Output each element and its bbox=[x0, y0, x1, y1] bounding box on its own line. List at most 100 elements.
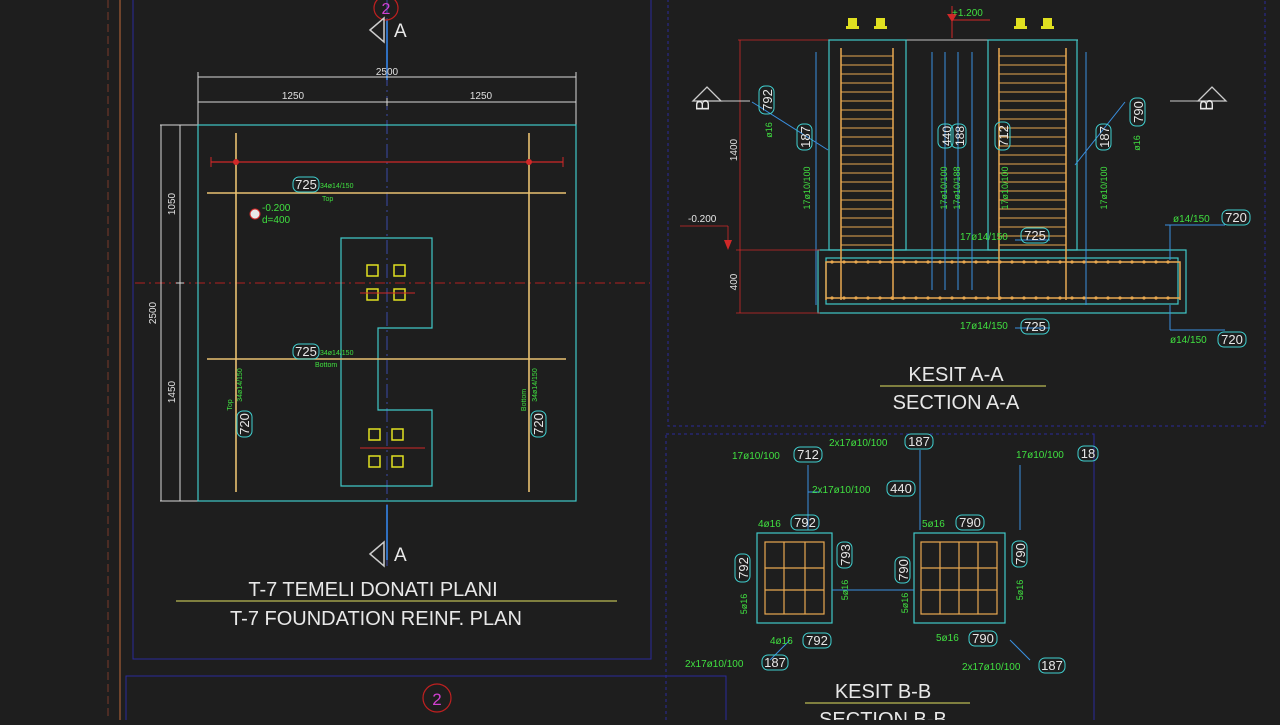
footing-outline bbox=[197, 124, 577, 502]
section-b-tag-187-bl: 187 bbox=[764, 655, 786, 670]
section-a-tag-725-top: 725 bbox=[1024, 228, 1046, 243]
section-a-level-top: +1.200 bbox=[952, 8, 983, 19]
section-a-dim-400: 400 bbox=[729, 273, 740, 290]
section-a-tag-720-top: 720 bbox=[1225, 210, 1247, 225]
section-b-tag-187-br: 187 bbox=[1041, 658, 1063, 673]
tag-720-right: 720 bbox=[531, 413, 546, 435]
section-b-tag-790-top: 790 bbox=[959, 515, 981, 530]
section-arrow-icon bbox=[368, 16, 385, 44]
section-a-tag-790: 790 bbox=[1131, 101, 1146, 123]
bar-spec-top: 34ø14/150 bbox=[320, 183, 354, 190]
section-b-stirrup-712: 17ø10/100 bbox=[732, 451, 780, 462]
section-b-bar5-bottom: 5ø16 bbox=[936, 633, 959, 644]
section-b-stirrup-right: 17ø10/100 bbox=[1016, 450, 1064, 461]
section-b-title-tr: KESIT B-B bbox=[835, 681, 931, 703]
pedestal-outline bbox=[340, 237, 433, 487]
section-b-bar5-top: 5ø16 bbox=[922, 519, 945, 530]
section-b-tag-187-top: 187 bbox=[908, 434, 930, 449]
section-a-tag-720-bottom: 720 bbox=[1221, 332, 1243, 347]
section-b-bar5-mid2: 5ø16 bbox=[900, 593, 910, 614]
section-a-stirrup-mid3: 17ø10/100 bbox=[1000, 166, 1010, 209]
section-a-main-bar-top: 17ø14/150 bbox=[960, 232, 1008, 243]
section-a-phi16-left: ø16 bbox=[764, 122, 774, 138]
sheet-frames bbox=[107, 0, 1266, 725]
level-marker-icon bbox=[249, 208, 261, 220]
foundation-plan: 2 A A 2500 1250 1250 2500 1050 1450 bbox=[135, 0, 650, 713]
section-a-stirrup-right: 17ø10/100 bbox=[1099, 166, 1109, 209]
section-b-bar4-top: 4ø16 bbox=[758, 519, 781, 530]
section-b-bar4-bottom: 4ø16 bbox=[770, 636, 793, 647]
plan-depth-value: d=400 bbox=[262, 215, 291, 226]
section-a-phi16-right: ø16 bbox=[1132, 135, 1142, 151]
section-a-title-tr: KESIT A-A bbox=[908, 364, 1004, 386]
section-a-tag-188: 188 bbox=[953, 126, 967, 146]
dim-total-width: 2500 bbox=[376, 67, 399, 78]
tag-720-left: 720 bbox=[237, 413, 252, 435]
section-b-two-stirrup-top: 2x17ø10/100 bbox=[829, 438, 888, 449]
section-b-tag-790-right: 790 bbox=[1013, 543, 1028, 565]
section-b-tag-790-bottom: 790 bbox=[972, 631, 994, 646]
section-b-two-stirrup-bl: 2x17ø10/100 bbox=[685, 659, 744, 670]
section-marker-bottom: A bbox=[394, 545, 407, 566]
top-label-vertical: Top bbox=[227, 399, 234, 410]
section-b-tag-792-top: 792 bbox=[794, 515, 816, 530]
section-a-tag-725-bottom: 725 bbox=[1024, 319, 1046, 334]
section-arrow-icon bbox=[691, 86, 723, 102]
section-b-tag-793: 793 bbox=[838, 544, 853, 566]
tag-725-bottom: 725 bbox=[295, 344, 317, 359]
section-a-stirrup-mid1: 17ø10/100 bbox=[939, 166, 949, 209]
section-a-bar14-top: ø14/150 bbox=[1173, 214, 1210, 225]
section-b-bar5-mid: 5ø16 bbox=[840, 580, 850, 601]
section-a-a: +1.200 bbox=[680, 6, 1251, 414]
dim-half-left: 1250 bbox=[282, 91, 305, 102]
section-b-tag-790-mid: 790 bbox=[896, 559, 911, 581]
plan-title-en: T-7 FOUNDATION REINF. PLAN bbox=[230, 608, 522, 630]
section-arrow-icon bbox=[1196, 86, 1228, 102]
bar-spec-bottom: 34ø14/150 bbox=[320, 350, 354, 357]
section-b-tag-440: 440 bbox=[890, 481, 912, 496]
section-a-tag-792: 792 bbox=[760, 89, 775, 111]
section-b-two-stirrup-mid: 2x17ø10/100 bbox=[812, 485, 871, 496]
tag-725-top: 725 bbox=[295, 177, 317, 192]
section-arrow-icon bbox=[368, 540, 385, 568]
section-a-stirrup-mid2: 17ø10/188 bbox=[952, 166, 962, 209]
section-b-marker-right: B bbox=[1197, 99, 1217, 111]
section-a-tag-712: 712 bbox=[996, 125, 1011, 147]
section-a-tag-187-right: 187 bbox=[1097, 126, 1112, 148]
section-b-marker-left: B bbox=[693, 99, 713, 111]
plan-title-tr: T-7 TEMELI DONATI PLANI bbox=[248, 579, 497, 601]
section-a-dim-1400: 1400 bbox=[729, 138, 740, 161]
section-b-bar5-right: 5ø16 bbox=[1015, 580, 1025, 601]
dim-total-height: 2500 bbox=[148, 301, 159, 324]
section-b-title-en: SECTION B-B bbox=[819, 709, 947, 720]
dim-lower-height: 1450 bbox=[167, 380, 178, 403]
grid-bubble-top bbox=[373, 0, 399, 21]
section-a-tag-440: 440 bbox=[940, 126, 954, 146]
section-a-bar14-bottom: ø14/150 bbox=[1170, 335, 1207, 346]
grid-label-top: 2 bbox=[382, 1, 391, 18]
anchor-bolt-icon bbox=[846, 18, 1054, 29]
section-b-bar5-left: 5ø16 bbox=[739, 594, 749, 615]
section-a-main-bar-bottom: 17ø14/150 bbox=[960, 321, 1008, 332]
top-label: Top bbox=[322, 196, 333, 203]
dim-half-right: 1250 bbox=[470, 91, 493, 102]
bar-spec-right: 34ø14/150 bbox=[532, 368, 539, 402]
dim-upper-height: 1050 bbox=[167, 192, 178, 215]
grid-label-bottom: 2 bbox=[432, 690, 441, 709]
section-b-tag-792-left: 792 bbox=[736, 557, 751, 579]
plan-level-value: -0.200 bbox=[262, 203, 291, 214]
section-a-stirrup-left: 17ø10/100 bbox=[802, 166, 812, 209]
bottom-label: Bottom bbox=[315, 362, 337, 369]
section-a-level-base: -0.200 bbox=[688, 214, 717, 225]
section-marker-top: A bbox=[394, 21, 407, 42]
section-a-tag-187-left: 187 bbox=[798, 126, 813, 148]
section-b-b: 17ø10/100 712 2x17ø10/100 187 2x17ø10/10… bbox=[685, 433, 1099, 725]
section-a-title-en: SECTION A-A bbox=[893, 392, 1020, 414]
section-b-two-stirrup-br: 2x17ø10/100 bbox=[962, 662, 1021, 673]
section-b-tag-792-bottom: 792 bbox=[806, 633, 828, 648]
section-b-tag-18: 18 bbox=[1081, 446, 1095, 461]
grid-bubble-bottom bbox=[422, 683, 452, 713]
bottom-label-vertical: Bottom bbox=[521, 389, 528, 411]
